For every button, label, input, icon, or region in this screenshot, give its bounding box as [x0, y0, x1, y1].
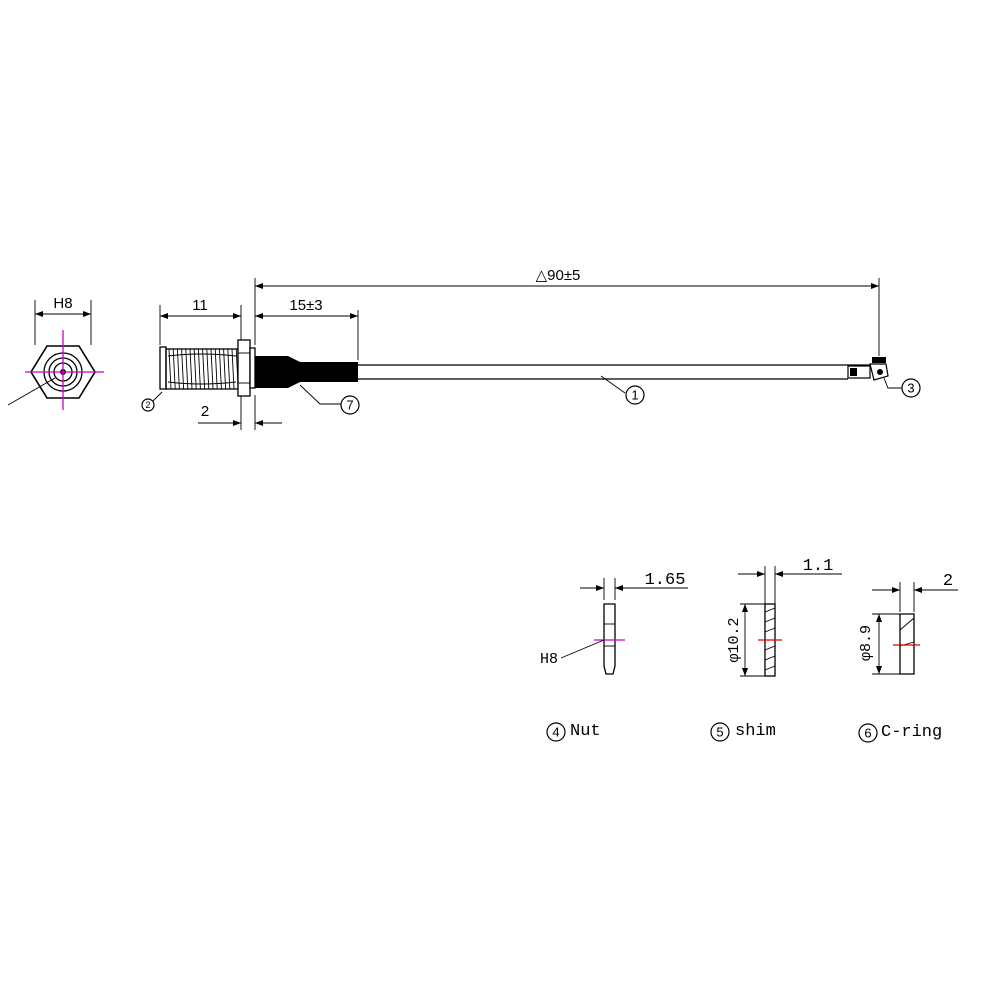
- total-length-label: △90±5: [536, 267, 581, 284]
- boot-length-label: 15±3: [289, 297, 322, 314]
- cring-thickness-label: 2: [943, 572, 953, 591]
- gap-label: 2: [201, 403, 209, 420]
- callout-4: 4: [546, 722, 566, 742]
- callout-2: 2: [141, 398, 155, 412]
- thread-length-label: 11: [192, 297, 208, 314]
- end-view-hex: H8: [7, 295, 104, 410]
- hex-width-label: H8: [53, 295, 72, 312]
- shim-thickness-label: 1.1: [803, 557, 834, 576]
- cring-detail: 2 φ8.9 6 C-ring: [858, 572, 958, 743]
- cring-label: C-ring: [881, 723, 942, 742]
- nut-thickness-label: 1.65: [645, 571, 686, 590]
- svg-text:6: 6: [864, 726, 871, 741]
- connector-side-view: 11 2 15±3 △90±5: [141, 267, 921, 430]
- nut-label: Nut: [570, 722, 601, 741]
- callout-1: 1: [625, 385, 645, 405]
- svg-text:7: 7: [346, 398, 353, 413]
- nut-hex-label: H8: [540, 651, 558, 668]
- svg-text:2: 2: [145, 400, 150, 410]
- callout-7: 7: [340, 395, 360, 415]
- callout-6: 6: [858, 723, 878, 743]
- svg-text:5: 5: [716, 725, 723, 740]
- nut-detail: 1.65 H8 4 Nut: [540, 571, 688, 742]
- cring-diameter-label: φ8.9: [858, 625, 875, 661]
- callout-3: 3: [901, 378, 921, 398]
- shim-detail: 1.1 φ10.2 5 shim: [710, 557, 842, 742]
- svg-text:4: 4: [552, 725, 559, 740]
- shim-label: shim: [735, 722, 776, 741]
- svg-text:3: 3: [907, 381, 914, 396]
- svg-text:1: 1: [631, 388, 638, 403]
- shim-diameter-label: φ10.2: [726, 617, 743, 662]
- callout-5: 5: [710, 722, 730, 742]
